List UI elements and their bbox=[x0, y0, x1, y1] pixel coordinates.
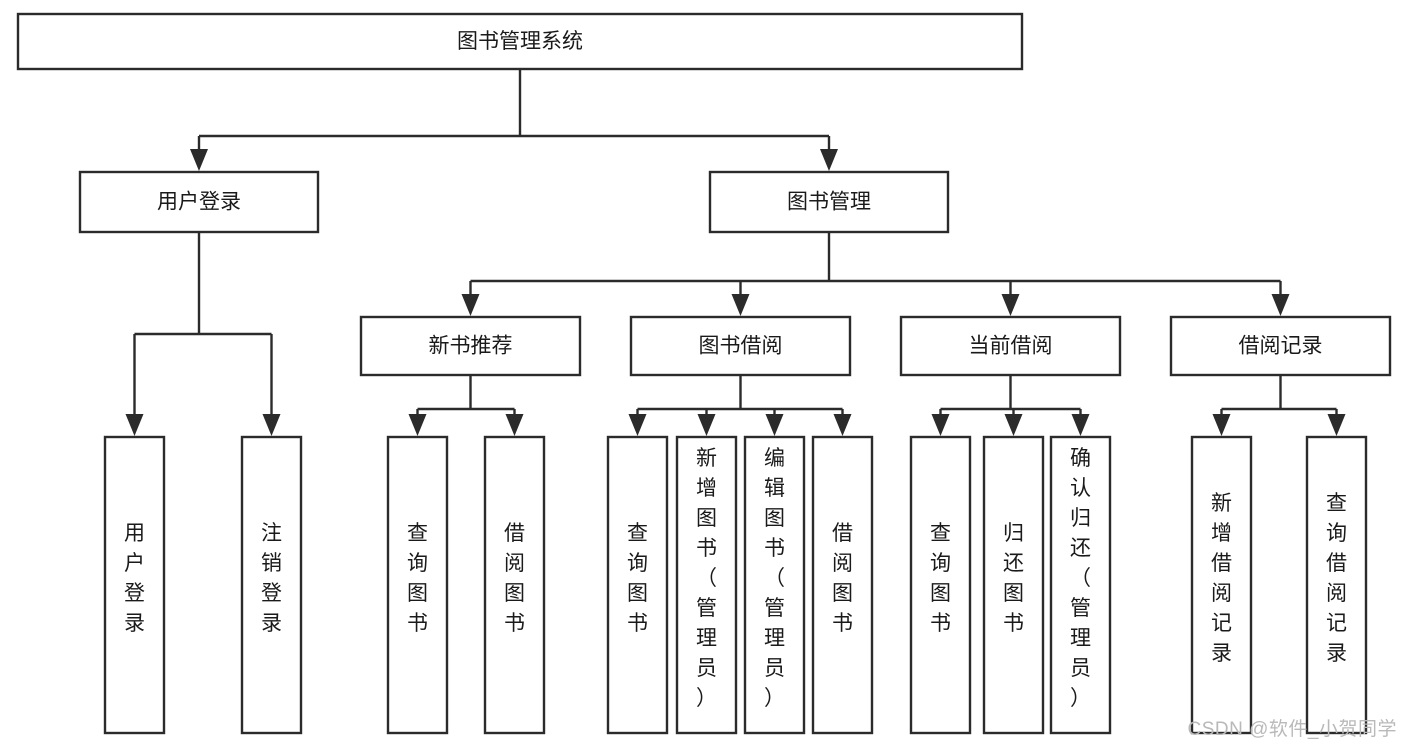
node-leaf-borrow-edit-label: 编辑图书（管理员） bbox=[764, 447, 785, 710]
node-leaf-rec-borrow-rect bbox=[483, 435, 546, 735]
node-leaf-record-add-rect bbox=[1190, 435, 1253, 735]
node-book-borrow-rect bbox=[629, 315, 852, 377]
connectors-layer bbox=[125, 69, 1346, 436]
node-leaf-user-login-rect bbox=[103, 435, 166, 735]
node-leaf-user-login-label: 用户登录 bbox=[124, 522, 145, 635]
node-new-book-rec-rect bbox=[359, 315, 582, 377]
arrow-head-icon-leaf-book-borrow-0 bbox=[628, 414, 647, 436]
node-leaf-record-query[interactable]: 查询借阅记录 bbox=[1305, 435, 1368, 735]
node-new-book-rec-label: 新书推荐 bbox=[429, 335, 513, 358]
node-leaf-rec-borrow-label: 借阅图书 bbox=[504, 522, 525, 635]
node-root-rect bbox=[16, 12, 1024, 71]
node-current-borrow-label: 当前借阅 bbox=[969, 335, 1053, 358]
node-book-manage[interactable]: 图书管理 bbox=[708, 170, 950, 234]
node-leaf-borrow-edit-rect bbox=[743, 435, 806, 735]
arrow-head-icon-leaf-current-borrow-1 bbox=[1004, 414, 1023, 436]
node-borrow-record-rect bbox=[1169, 315, 1392, 377]
arrow-head-icon-leaf-current-borrow-0 bbox=[931, 414, 950, 436]
node-user-login[interactable]: 用户登录 bbox=[78, 170, 320, 234]
arrow-head-icon-leaf-user-login-0 bbox=[125, 414, 144, 436]
arrow-head-icon-level2-2 bbox=[1001, 294, 1020, 316]
node-leaf-current-confirm-rect bbox=[1049, 435, 1112, 735]
node-leaf-current-query-rect bbox=[909, 435, 972, 735]
arrow-head-icon-level2-1 bbox=[731, 294, 750, 316]
node-book-manage-rect bbox=[708, 170, 950, 234]
node-leaf-record-query-rect bbox=[1305, 435, 1368, 735]
node-leaf-borrow-lend-rect bbox=[811, 435, 874, 735]
nodes-layer: 图书管理系统用户登录图书管理新书推荐图书借阅当前借阅借阅记录用户登录注销登录查询… bbox=[16, 12, 1392, 735]
node-leaf-current-return-rect bbox=[982, 435, 1045, 735]
node-leaf-borrow-query-label: 查询图书 bbox=[627, 522, 648, 635]
node-leaf-record-add-label: 新增借阅记录 bbox=[1211, 492, 1232, 665]
node-borrow-record[interactable]: 借阅记录 bbox=[1169, 315, 1392, 377]
node-current-borrow[interactable]: 当前借阅 bbox=[899, 315, 1122, 377]
node-leaf-borrow-add[interactable]: 新增图书（管理员） bbox=[675, 435, 738, 735]
node-current-borrow-rect bbox=[899, 315, 1122, 377]
node-leaf-borrow-lend[interactable]: 借阅图书 bbox=[811, 435, 874, 735]
arrow-head-icon-leaf-book-borrow-1 bbox=[697, 414, 716, 436]
node-book-borrow-label: 图书借阅 bbox=[699, 335, 783, 358]
node-leaf-current-query[interactable]: 查询图书 bbox=[909, 435, 972, 735]
arrow-head-icon-leaf-user-login-1 bbox=[262, 414, 281, 436]
node-leaf-user-logout-rect bbox=[240, 435, 303, 735]
arrow-head-icon-leaf-new-book-rec-0 bbox=[408, 414, 427, 436]
node-leaf-record-query-label: 查询借阅记录 bbox=[1326, 492, 1347, 665]
node-leaf-current-confirm-label: 确认归还（管理员） bbox=[1070, 447, 1091, 710]
node-leaf-borrow-edit[interactable]: 编辑图书（管理员） bbox=[743, 435, 806, 735]
node-leaf-current-return[interactable]: 归还图书 bbox=[982, 435, 1045, 735]
node-borrow-record-label: 借阅记录 bbox=[1239, 335, 1323, 358]
node-root-label: 图书管理系统 bbox=[457, 30, 583, 53]
node-leaf-borrow-query-rect bbox=[606, 435, 669, 735]
arrow-head-icon-level1-0 bbox=[190, 149, 208, 171]
node-book-borrow[interactable]: 图书借阅 bbox=[629, 315, 852, 377]
arrow-head-icon-leaf-current-borrow-2 bbox=[1071, 414, 1090, 436]
node-leaf-rec-query[interactable]: 查询图书 bbox=[386, 435, 449, 735]
node-root[interactable]: 图书管理系统 bbox=[16, 12, 1024, 71]
node-user-login-rect bbox=[78, 170, 320, 234]
node-leaf-rec-query-rect bbox=[386, 435, 449, 735]
node-leaf-current-query-label: 查询图书 bbox=[930, 522, 951, 635]
arrow-head-icon-leaf-book-borrow-3 bbox=[833, 414, 852, 436]
node-new-book-rec[interactable]: 新书推荐 bbox=[359, 315, 582, 377]
node-leaf-rec-borrow[interactable]: 借阅图书 bbox=[483, 435, 546, 735]
arrow-head-icon-level2-3 bbox=[1271, 294, 1290, 316]
arrow-head-icon-leaf-borrow-record-0 bbox=[1212, 414, 1231, 436]
node-user-login-label: 用户登录 bbox=[157, 191, 241, 214]
arrow-head-icon-level1-1 bbox=[820, 149, 838, 171]
node-leaf-user-logout-label: 注销登录 bbox=[261, 522, 282, 635]
node-book-manage-label: 图书管理 bbox=[787, 191, 871, 214]
node-leaf-borrow-query[interactable]: 查询图书 bbox=[606, 435, 669, 735]
node-leaf-user-login[interactable]: 用户登录 bbox=[103, 435, 166, 735]
node-leaf-borrow-add-label: 新增图书（管理员） bbox=[696, 447, 717, 710]
node-leaf-rec-query-label: 查询图书 bbox=[407, 522, 428, 635]
node-leaf-borrow-lend-label: 借阅图书 bbox=[832, 522, 853, 635]
node-leaf-current-confirm[interactable]: 确认归还（管理员） bbox=[1049, 435, 1112, 735]
arrow-head-icon-leaf-borrow-record-1 bbox=[1327, 414, 1346, 436]
node-leaf-current-return-label: 归还图书 bbox=[1003, 522, 1024, 635]
arrow-head-icon-leaf-book-borrow-2 bbox=[765, 414, 784, 436]
node-leaf-borrow-add-rect bbox=[675, 435, 738, 735]
node-leaf-record-add[interactable]: 新增借阅记录 bbox=[1190, 435, 1253, 735]
arrow-head-icon-leaf-new-book-rec-1 bbox=[505, 414, 524, 436]
node-leaf-user-logout[interactable]: 注销登录 bbox=[240, 435, 303, 735]
arrow-head-icon-level2-0 bbox=[461, 294, 480, 316]
